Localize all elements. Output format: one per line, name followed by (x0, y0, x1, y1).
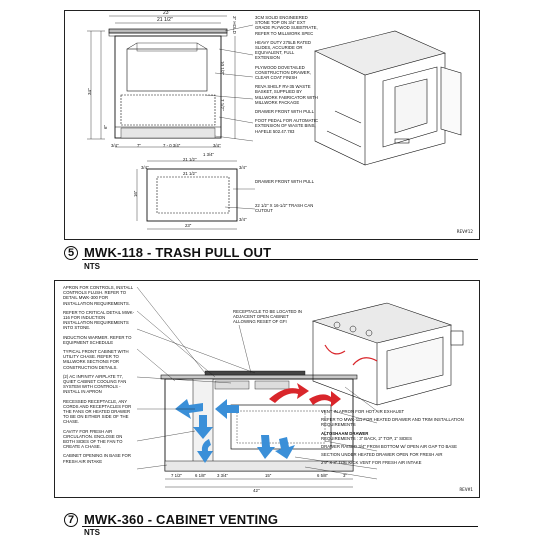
dim-plan-small3: 3/4" (239, 217, 247, 222)
callout-waste-basket: REVA SHELF RV-35 WASTE BASKET, SUPPLIED … (255, 84, 319, 105)
dim-bottom-a: 7" (137, 143, 141, 148)
detail7-number-circle: 7 (64, 512, 78, 527)
callout-stone-top: 3CM SOLID ENGINEERED STONE TOP ON 3/4" E… (255, 15, 318, 36)
fresh-air-arrow-2 (215, 399, 239, 419)
note-base-opening: CABINET OPENING IN BASE FOR FRESH AIR IN… (63, 453, 131, 464)
detail5-number-circle: 5 (64, 245, 78, 260)
detail-5-panel: 23" 21 1/2" 3" HOLD 10 1/2" 7 1/2" 6" 34… (64, 10, 480, 240)
dim-plan-small2: 3/4" (239, 165, 247, 170)
isometric-venting-sketch (311, 302, 464, 406)
dim-plan-side: 1 3/4" (203, 152, 215, 157)
note-apron-controls: APRON FOR CONTROLS, INSTALL CONTROLS FLU… (63, 285, 133, 306)
isometric-cabinet-sketch (314, 30, 462, 166)
note-heated-drawer-ref: REFER TO MWK-111 FOR HEATED DRAWER AND T… (321, 417, 464, 428)
fresh-air-arrows (175, 399, 295, 463)
note-apron-vent: VENT IN APRON FOR HOT AIR EXHAUST (321, 409, 405, 414)
note-utility-chase: TYPICAL FRONT CABINET WITH UTILITY CHASE… (63, 349, 129, 370)
hot-air-arrows (269, 383, 341, 407)
dim-d3: 3 3/4" (217, 473, 229, 478)
detail5-plan-callout-1: DRAWER FRONT WITH PULL (255, 179, 314, 184)
detail5-title-block: 5 MWK-118 - TRASH PULL OUT (64, 245, 271, 260)
dim-inner-width: 21 1/2" (157, 17, 173, 23)
detail7-revision: REV#1 (459, 488, 473, 493)
fresh-air-arrow-4 (197, 439, 213, 463)
countertop-section (160, 374, 358, 380)
note-induction-warmer: INDUCTION WARMER. REFER TO EQUIPMENT SCH… (63, 334, 132, 345)
note-air-cavity: CAVITY FOR FRESH AIR CIRCULATION. ENCLOS… (63, 428, 123, 450)
dim-plan-w3: 23" (185, 223, 192, 228)
fan-left (214, 380, 250, 390)
detail5-revision: REV#12 (456, 230, 473, 235)
dim-hold: 3" HOLD (232, 16, 237, 34)
note-drawer-clearances: REQUIREMENTS : 3" BACK, 2" TOP, 1" SIDES (321, 435, 413, 441)
dim-top-width: 23" (163, 10, 171, 16)
callout-drawer-front: DRAWER FRONT WITH PULL (255, 109, 314, 115)
base-toe-kick (164, 460, 354, 472)
dim-h3: 6" (103, 124, 108, 129)
callout-foot-pedal: FOOT PEDAL FOR AUTOMATIC EXTENSION OF WA… (255, 118, 319, 134)
fresh-air-arrow-3 (193, 415, 213, 439)
detail7-title-block: 7 MWK-360 - CABINET VENTING (64, 512, 278, 527)
dim-plan-width: 21 1/2" (183, 157, 197, 162)
trash-pullout-drawing (87, 15, 462, 230)
detail5-scale: NTS (84, 262, 100, 271)
dim-h2: 7 1/2" (220, 99, 225, 111)
dim-plan-small1: 3/4" (141, 165, 149, 170)
note-induction-detail: REFER TO CRITICAL DETAIL MWK-116 FOR IND… (63, 309, 135, 331)
cabinet-venting-drawing (136, 286, 464, 488)
dim-bottom-c: 3/4" (213, 143, 221, 148)
dim-d2: 6 1/8" (195, 473, 207, 478)
note-section-open: SECTION UNDER HEATED DRAWER OPEN FOR FRE… (321, 452, 443, 458)
note-toe-kick-vent: 2'9" X 3" TOE KICK VENT FOR FRESH AIR IN… (321, 460, 422, 466)
countertop-section (108, 28, 228, 34)
dim-d1: 7 1/2" (171, 473, 183, 478)
fan-right (254, 380, 290, 390)
detail-7-panel: APRON FOR CONTROLS, INSTALL CONTROLS FLU… (54, 280, 480, 498)
dim-total: 42" (253, 488, 260, 493)
note-fan-system: (2) AC INFINITY AIRPLATE T7, QUIET CABIN… (63, 373, 127, 395)
dim-bottom-b: 7 - 0 3/4" (163, 143, 181, 148)
fresh-air-arrow-5 (275, 437, 295, 459)
detail7-title: MWK-360 - CABINET VENTING (84, 512, 279, 527)
callout-slides: HEAVY DUTY 275LB RATED SLIDES, ACCURIDE … (255, 39, 312, 61)
callout-drawer-construction: PLYWOOD DOVETAILED CONSTRUCTION DRAWER, … (255, 64, 311, 81)
detail5-plan-callout-2: 22 1/2" X 16-1/2" TRASH CAN CUTOUT (255, 203, 314, 214)
detail5-callouts: 3CM SOLID ENGINEERED STONE TOP ON 3/4" E… (255, 15, 319, 138)
note-receptacle-location: RECEPTACLE TO BE LOCATED IN ADJACENT OPE… (233, 309, 302, 325)
detail7-scale: NTS (84, 528, 100, 537)
dim-d6: 3" (343, 473, 347, 478)
dim-d4: 15" (265, 473, 272, 478)
detail7-left-notes: APRON FOR CONTROLS, INSTALL CONTROLS FLU… (63, 285, 135, 468)
detail5-title: MWK-118 - TRASH PULL OUT (84, 245, 272, 260)
detail7-right-notes: VENT IN APRON FOR HOT AIR EXHAUST REFER … (321, 409, 473, 466)
detail5-title-underline (82, 259, 478, 260)
dim-left-small: 3/4" (111, 143, 119, 148)
cabinet-elevation (114, 35, 222, 139)
note-altoshaam-drawer: ALTOSHAAM DRAWER (321, 430, 369, 436)
dim-plan-w2: 21 1/2" (183, 171, 197, 176)
fresh-air-arrow-6 (257, 435, 275, 459)
dim-total-height: 34" (87, 88, 92, 95)
dim-plan-depth: 16" (133, 190, 138, 197)
note-recessed-receptacle: RECESSED RECEPTACLE, ANY CORDS AND RECEP… (63, 398, 132, 425)
trash-can-cutout (156, 176, 230, 214)
note-drawer-raised: DRAWER RAISED 3/4" FROM BOTTOM W/ OPEN A… (321, 444, 457, 450)
hot-air-arrow-1 (269, 383, 309, 403)
dim-d5: 6 5/8" (317, 473, 329, 478)
cabinet-plan (146, 168, 238, 222)
dim-h1: 10 1/2" (220, 61, 225, 76)
hot-air-arrow-2 (309, 391, 341, 407)
detail7-title-underline (82, 526, 478, 527)
